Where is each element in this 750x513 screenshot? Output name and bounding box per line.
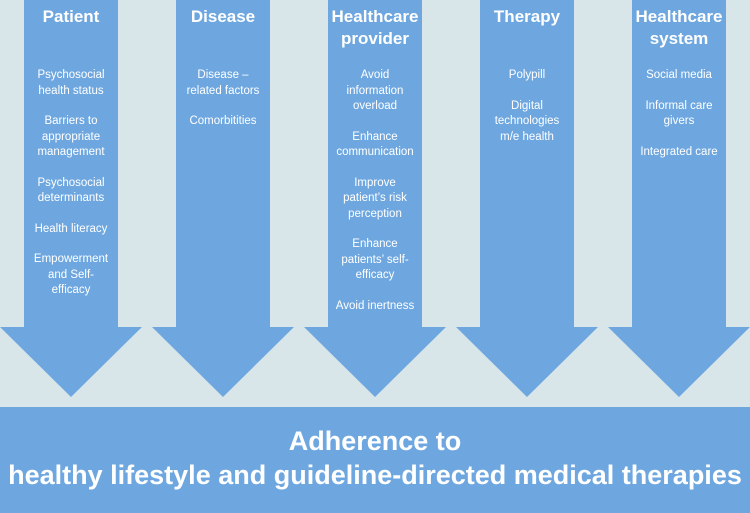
factor-item: Health literacy <box>34 222 108 235</box>
outcome-band <box>0 407 750 513</box>
factor-item: Enhance patients’ self- efficacy <box>341 238 409 281</box>
factor-item: Barriers to appropriate management <box>37 115 105 158</box>
column-items: Disease – related factors Comorbitities <box>175 68 271 130</box>
column-healthcare-provider: Healthcare provider Avoid information ov… <box>327 0 423 329</box>
factor-item: Comorbitities <box>189 115 257 127</box>
column-title: Healthcare provider <box>331 7 419 48</box>
outcome-line-2: healthy lifestyle and guideline-directed… <box>8 460 742 490</box>
column-title: Disease <box>190 7 256 26</box>
factor-item: Avoid information overload <box>346 69 404 112</box>
arrow-therapy <box>456 0 598 397</box>
arrow-healthcare-system <box>608 0 750 397</box>
factor-item: Avoid inertness <box>335 299 415 312</box>
factor-item: Social media <box>646 69 712 81</box>
column-therapy: Therapy Polypill Digital technologies m/… <box>479 0 575 160</box>
column-disease: Disease Disease – related factors Comorb… <box>175 0 271 145</box>
factor-item: Improve patient’s risk perception <box>343 176 407 220</box>
column-items: Psychosocial health status Barriers to a… <box>23 68 119 299</box>
column-title: Patient <box>42 7 100 26</box>
factor-item: Digital technologies m/e health <box>494 99 560 143</box>
column-healthcare-system: Healthcare system Social media Informal … <box>631 0 727 175</box>
factor-item: Polypill <box>508 69 546 81</box>
outcome-text: Adherence to healthy lifestyle and guide… <box>0 424 750 492</box>
column-patient: Patient Psychosocial health status Barri… <box>23 0 119 314</box>
column-title: Healthcare system <box>635 7 723 48</box>
factor-item: Psychosocial health status <box>37 69 105 97</box>
factor-item: Enhance communication <box>336 130 414 159</box>
column-items: Polypill Digital technologies m/e health <box>479 68 575 145</box>
factor-item: Integrated care <box>640 145 718 158</box>
column-items: Social media Informal care givers Integr… <box>631 68 727 160</box>
arrow-disease <box>152 0 294 397</box>
arrow-healthcare-provider <box>304 0 446 397</box>
factor-item: Disease – related factors <box>186 69 260 97</box>
column-title: Therapy <box>493 7 561 26</box>
factor-item: Informal care givers <box>645 99 713 128</box>
factor-item: Psychosocial determinants <box>37 176 105 205</box>
arrow-patient <box>0 0 142 397</box>
factor-item: Empowerment and Self- efficacy <box>33 253 109 296</box>
outcome-line-1: Adherence to <box>288 426 462 456</box>
column-items: Avoid information overload Enhance commu… <box>327 68 423 314</box>
